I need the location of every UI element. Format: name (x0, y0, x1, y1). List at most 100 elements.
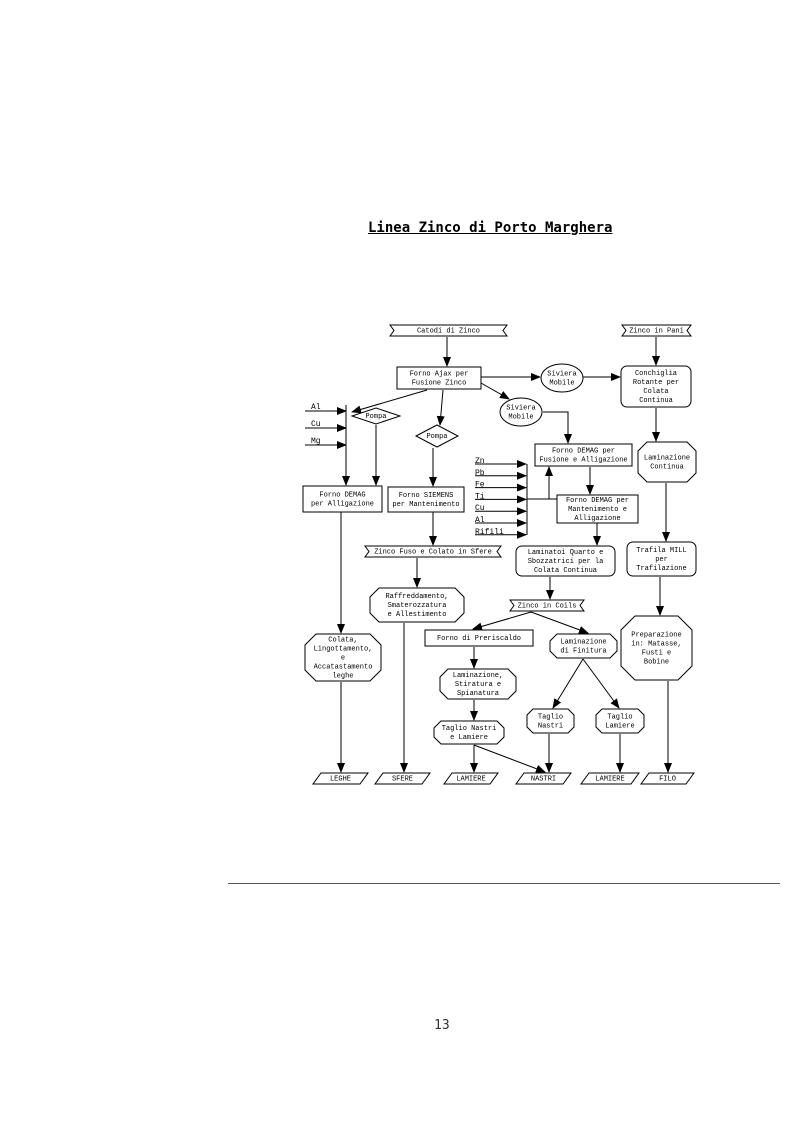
trafila-label-line: per (655, 556, 668, 564)
laminazione-stiratura-label-line: Spianatura (457, 690, 499, 698)
trafila-label-line: Trafilazione (636, 565, 686, 573)
forno-ajax-label-line: Fusione Zinco (412, 379, 467, 387)
preparazione-label-line: in: Matasse, (631, 640, 681, 648)
flow-arrow (582, 658, 620, 709)
flow-arrow (436, 389, 445, 426)
input-right-label: Cu (475, 504, 485, 513)
raffreddamento-label-line: Smaterozzatura (388, 602, 447, 610)
input-right-label: Fe (475, 481, 485, 490)
laminatoi-label-line: Laminatoi Quarto e (528, 549, 604, 557)
output-3-label-line: LAMIERE (456, 775, 485, 783)
preparazione-octagon (620, 615, 693, 681)
taglio-lamiere-label-line: Taglio (607, 713, 632, 721)
forno-siemens-label-line: Forno SIEMENS (399, 492, 454, 500)
colata-label-line: Colata, (328, 636, 357, 644)
input-left-label: Cu (311, 420, 321, 429)
laminazione-continua-octagon (637, 441, 697, 483)
input-right-label: Zn (475, 457, 485, 466)
output-2-box (374, 772, 431, 785)
forno-demag-mant-box (556, 494, 639, 524)
taglio-lamiere-octagon (595, 708, 645, 734)
catodi-banner (389, 324, 508, 337)
forno-preriscaldo-box (424, 629, 534, 647)
trafila-box (626, 541, 697, 577)
preparazione-label-line: Fusti e (642, 649, 671, 657)
colata-label-line: leghe (332, 672, 353, 680)
output-4-label-line: NASTRI (531, 775, 556, 783)
zinco-pani-banner (621, 324, 692, 337)
raffreddamento-octagon (369, 587, 465, 623)
zinco-sfere-banner (364, 545, 502, 558)
colata-label-line: Lingottamento, (314, 645, 373, 653)
output-2-label-line: SFERE (392, 775, 413, 783)
forno-demag-fus-box (534, 443, 633, 467)
laminazione-stiratura-label-line: Stiratura e (455, 681, 501, 689)
forno-preriscaldo-label-line: Forno di Preriscaldo (437, 635, 521, 643)
siviera1-label-line: Mobile (549, 379, 574, 387)
laminazione-continua-label-line: Continua (650, 463, 684, 471)
zinco-sfere-label-line: Zinco Fuso e Colato in Sfere (374, 548, 492, 556)
zinco-coils-banner (509, 599, 585, 612)
output-6-label-line: FILO (659, 775, 676, 783)
collector-to-forno-arrow (527, 466, 553, 500)
output-1-label-line: LEGHE (330, 775, 351, 783)
flow-arrow (480, 382, 510, 400)
output-4-box (515, 772, 572, 785)
forno-siemens-box (387, 486, 465, 513)
output-1-box (312, 772, 369, 785)
flow-arrow (472, 611, 532, 631)
forno-demag-fus-label-line: Forno DEMAG per (552, 447, 615, 455)
conchiglia-label-line: Conchiglia (635, 370, 677, 378)
output-3-box (443, 772, 499, 785)
colata-octagon (304, 633, 382, 682)
forno-demag-all-label-line: Forno DEMAG (319, 491, 365, 499)
forno-demag-mant-label-line: Alligazione (574, 515, 620, 523)
colata-label-line: Accatastamento (314, 663, 373, 671)
forno-demag-all-label-line: per Alligazione (311, 500, 374, 508)
zinco-coils-label-line: Zinco in Coils (518, 602, 577, 610)
siviera1-label-line: Siviera (547, 370, 576, 378)
taglio-nastri-lamiere-octagon (433, 720, 505, 745)
page-number: 13 (434, 1018, 450, 1033)
output-5-label-line: LAMIERE (595, 775, 624, 783)
siviera2-ellipse (499, 397, 543, 427)
laminazione-stiratura-octagon (439, 668, 517, 700)
conchiglia-label-line: Rotante per (633, 379, 679, 387)
input-right-label: Ti (475, 492, 485, 501)
raffreddamento-label-line: Raffreddamento, (385, 593, 448, 601)
conchiglia-box (620, 365, 692, 408)
laminazione-finitura-octagon (549, 633, 618, 659)
input-right-label: Rifili (475, 528, 504, 537)
input-left-label: Mg (311, 437, 321, 446)
taglio-nastri-octagon (526, 708, 575, 734)
forno-ajax-box (396, 366, 482, 390)
forno-siemens-label-line: per Mantenimento (392, 501, 459, 509)
taglio-nastri-label-line: Nastri (538, 722, 563, 730)
laminatoi-label-line: Sbozzatrici per la (528, 558, 604, 566)
taglio-nastri-lamiere-label-line: e Lamiere (450, 734, 488, 742)
siviera1-ellipse (540, 363, 584, 393)
siviera2-label-line: Mobile (508, 413, 533, 421)
laminazione-stiratura-label-line: Laminazione, (453, 672, 503, 680)
flow-arrow (552, 658, 584, 709)
laminazione-continua-label-line: Laminazione (644, 454, 690, 462)
pompa1-diamond (350, 407, 402, 425)
catodi-label-line: Catodi di Zinco (417, 327, 480, 335)
flow-arrow (473, 744, 546, 773)
output-5-box (580, 772, 640, 785)
forno-demag-all-box (302, 485, 383, 513)
flow-arrow (351, 389, 428, 414)
input-left-label: Al (311, 403, 321, 412)
preparazione-label-line: Bobine (644, 658, 669, 666)
pompa2-label-line: Pompa (426, 433, 447, 441)
pompa1-label-line: Pompa (365, 413, 386, 421)
input-right-label: Al (475, 516, 485, 525)
trafila-label-line: Trafila MILL (636, 547, 686, 555)
taglio-nastri-label-line: Taglio (538, 713, 563, 721)
pompa2-diamond (414, 424, 460, 448)
forno-demag-fus-label-line: Fusione e Alligazione (539, 456, 627, 464)
input-right-label: Pb (475, 469, 485, 478)
forno-demag-mant-label-line: Forno DEMAG per (566, 497, 629, 505)
